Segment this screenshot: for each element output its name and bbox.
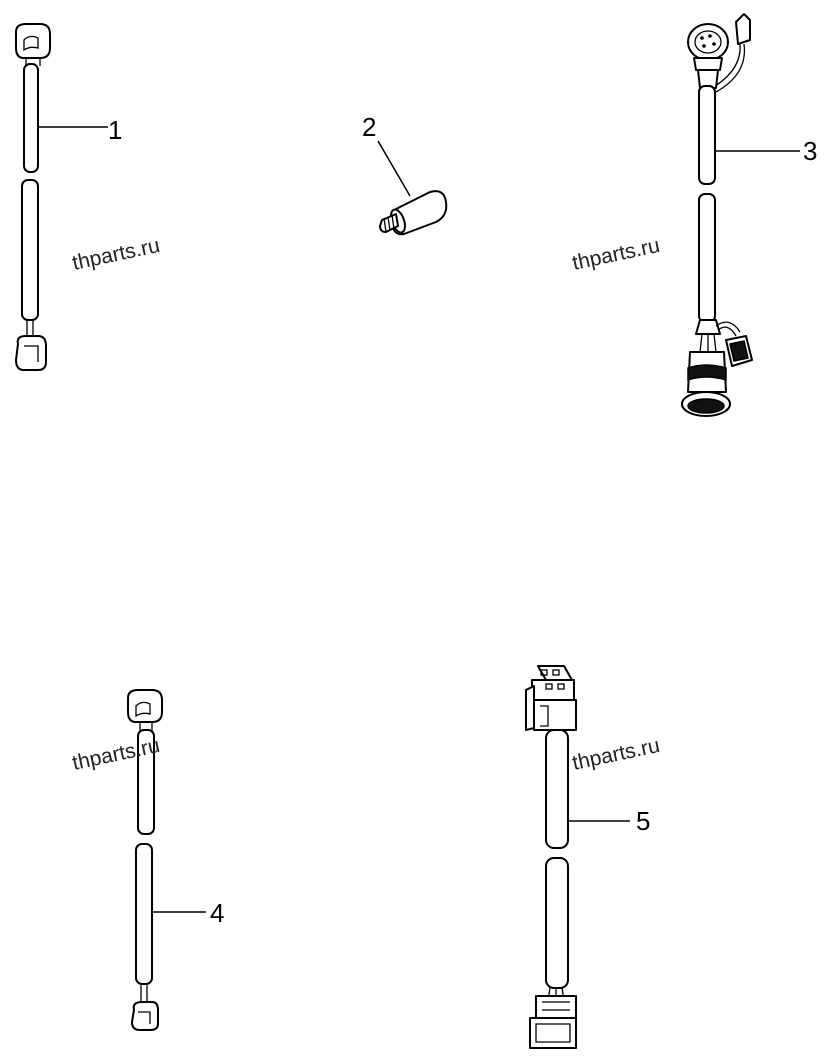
watermark-top-right: thparts.ru — [570, 234, 662, 275]
harness-part-4 — [127, 689, 206, 1031]
callout-5: 5 — [636, 806, 650, 836]
callout-3: 3 — [803, 136, 817, 166]
callout-1: 1 — [108, 115, 122, 145]
watermark-top-left: thparts.ru — [70, 234, 162, 275]
fitting-part-2 — [377, 140, 448, 236]
callout-2: 2 — [362, 112, 376, 142]
harness-part-5 — [525, 665, 630, 1049]
callout-4: 4 — [210, 898, 224, 928]
watermark-bottom-right: thparts.ru — [570, 734, 662, 775]
harness-part-3 — [681, 13, 800, 417]
harness-part-1 — [15, 23, 108, 371]
